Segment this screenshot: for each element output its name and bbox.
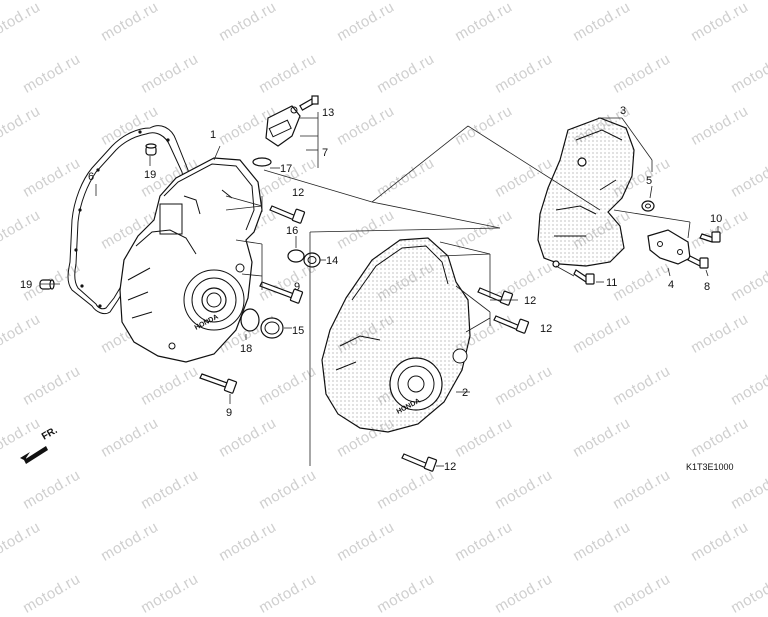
callout-14: 14	[326, 255, 338, 267]
callout-5: 5	[646, 175, 652, 187]
callout-6: 6	[88, 171, 94, 183]
alternator-cover-2: HONDA	[321, 237, 471, 433]
bolt-12-d	[401, 453, 438, 472]
bolt-9-b	[199, 373, 238, 394]
callout-9b: 9	[226, 407, 232, 419]
callout-3: 3	[620, 105, 626, 117]
sprocket-cover-3	[537, 117, 635, 268]
leader-lines	[40, 112, 719, 467]
bolt-11	[573, 269, 595, 285]
bolt-13	[299, 95, 319, 111]
front-direction-arrow: FR.	[20, 425, 60, 464]
callout-12d: 12	[444, 461, 456, 473]
diagram-code: K1T3E1000	[686, 462, 734, 472]
callout-12a: 12	[292, 187, 304, 199]
watermark-text: motod.ru	[610, 570, 674, 617]
callout-2: 2	[462, 387, 468, 399]
callout-16: 16	[286, 225, 298, 237]
watermark-text: motod.ru	[492, 570, 556, 617]
callout-19a: 19	[144, 169, 156, 181]
dowel-pin-19-upper	[145, 143, 157, 156]
collar-5	[641, 200, 655, 212]
callout-18: 18	[240, 343, 252, 355]
watermark-text: motod.ru	[256, 570, 320, 617]
callout-labels: 1 2 3 4 5 6 7 8 9 9 10 11 12 12 12 12 13…	[20, 105, 722, 473]
o-ring-17	[252, 157, 272, 167]
cap-14	[303, 252, 321, 268]
callout-1: 1	[210, 129, 216, 141]
callout-7: 7	[322, 147, 328, 159]
callout-15: 15	[292, 325, 304, 337]
callout-9a: 9	[294, 281, 300, 293]
watermark-text: motod.ru	[20, 570, 84, 617]
watermark-text: motod.ru	[374, 570, 438, 617]
exploded-view-svg: HONDA HONDA	[20, 95, 734, 473]
o-ring-18	[240, 308, 260, 332]
callout-11: 11	[606, 277, 617, 289]
front-marker-label: FR.	[40, 425, 60, 443]
sensor-7	[265, 105, 301, 147]
bolt-12-a	[269, 205, 306, 224]
callout-19b: 19	[20, 279, 32, 291]
callout-12c: 12	[540, 323, 552, 335]
callout-10: 10	[710, 213, 722, 225]
callout-13: 13	[322, 107, 334, 119]
callout-17: 17	[280, 163, 292, 175]
plug-15	[260, 317, 284, 339]
callout-12b: 12	[524, 295, 536, 307]
dowel-pin-19-lower	[39, 279, 55, 290]
watermark-text: motod.ru	[138, 570, 202, 617]
bolt-9-a	[259, 281, 304, 304]
bolt-8	[687, 255, 709, 269]
watermark-text: motod.ru	[728, 570, 768, 617]
left-crankcase-cover-1: HONDA	[119, 157, 263, 363]
callout-8: 8	[704, 281, 710, 293]
bracket-4	[647, 229, 691, 265]
bolt-10	[699, 231, 721, 243]
bolt-12-c	[493, 315, 530, 334]
callout-4: 4	[668, 279, 674, 291]
bolt-12-b	[477, 287, 514, 306]
o-ring-16	[287, 249, 305, 263]
